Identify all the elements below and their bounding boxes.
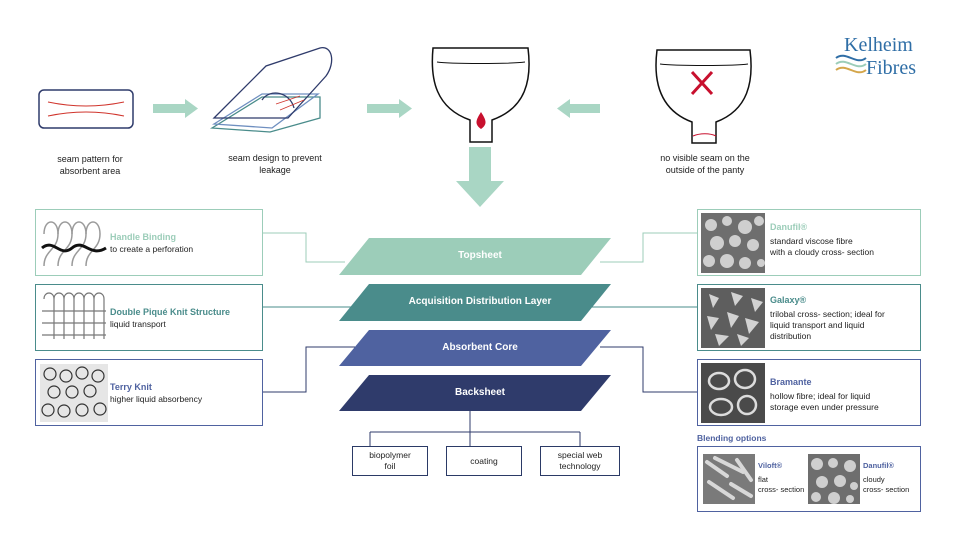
- bramante-fibre-micrograph: [701, 363, 765, 423]
- right-box-bramante: Bramante hollow fibre; ideal for liquid …: [697, 359, 921, 426]
- blending-item-title: Viloft®: [758, 461, 783, 470]
- arrow-right-2: [367, 99, 412, 118]
- caption-seam-design: seam design to prevent leakage: [228, 153, 322, 175]
- backsheet-layer: [339, 375, 611, 411]
- caption-seam-pattern: seam pattern for absorbent area: [57, 154, 123, 176]
- right-box-desc: standard viscose fibre with a cloudy cro…: [770, 236, 874, 257]
- backsheet-option-special-web: special web technology: [540, 446, 620, 476]
- absorbent-core-layer: [339, 330, 611, 366]
- right-box-title: Bramante: [770, 377, 812, 387]
- right-box-galaxy: Galaxy® trilobal cross- section; ideal f…: [697, 284, 921, 351]
- arrow-right-1: [153, 99, 198, 118]
- arrow-left: [557, 99, 600, 118]
- layer-label-backsheet: Backsheet: [454, 387, 506, 398]
- left-box-title: Terry Knit: [110, 382, 152, 392]
- backsheet-option-coating: coating: [446, 446, 522, 476]
- layer-label-adl: Acquisition Distribution Layer: [408, 296, 552, 307]
- blending-item-desc: flat cross- section: [758, 475, 805, 494]
- danufil-fibre-micrograph: [701, 213, 765, 273]
- left-box-title: Handle Binding: [110, 232, 176, 242]
- left-box-handle-binding: Handle Binding to create a perforation: [35, 209, 263, 276]
- left-box-title: Double Piqué Knit Structure: [110, 307, 231, 317]
- right-box-title: Danufil®: [770, 222, 808, 232]
- blending-options-heading: Blending options: [697, 433, 767, 443]
- left-box-terry-knit: Terry Knit higher liquid absorbency: [35, 359, 263, 426]
- panty-no-seam-icon: [655, 49, 752, 144]
- kelheim-logo-mark: [835, 54, 867, 74]
- right-box-danufil: Danufil® standard viscose fibre with a c…: [697, 209, 921, 276]
- blending-item-desc: cloudy cross- section: [863, 475, 910, 494]
- caption-no-visible-seam: no visible seam on the outside of the pa…: [660, 153, 750, 175]
- blending-options-box: Viloft® flat cross- section Danufil® clo…: [697, 446, 921, 512]
- blending-item-title: Danufil®: [863, 461, 894, 470]
- terry-knit-icon: [40, 364, 108, 422]
- viloft-fibre-micrograph: [703, 454, 755, 504]
- arrow-down: [456, 147, 504, 207]
- logo-text-fibres: Fibres: [866, 57, 916, 79]
- adl-layer: [339, 284, 611, 321]
- seam-design-icon: [209, 47, 333, 133]
- right-box-desc: hollow fibre; ideal for liquid storage e…: [770, 391, 879, 412]
- right-box-title: Galaxy®: [770, 295, 807, 305]
- left-box-double-pique: Double Piqué Knit Structure liquid trans…: [35, 284, 263, 351]
- layer-label-topsheet: Topsheet: [458, 250, 502, 261]
- handle-binding-knit-icon: [41, 221, 107, 267]
- logo-text-kelheim: Kelheim: [844, 34, 913, 56]
- panty-icon: [431, 47, 530, 143]
- left-box-desc: to create a perforation: [110, 244, 194, 254]
- layer-label-absorbent-core: Absorbent Core: [442, 342, 518, 353]
- topsheet-layer: [339, 238, 611, 275]
- left-box-desc: higher liquid absorbency: [110, 394, 203, 404]
- right-box-desc: trilobal cross- section; ideal for liqui…: [770, 309, 885, 341]
- double-pique-knit-icon: [42, 292, 106, 339]
- left-box-desc: liquid transport: [110, 319, 166, 329]
- galaxy-fibre-micrograph: [701, 288, 765, 348]
- danufil-blend-micrograph: [808, 454, 860, 504]
- seam-pattern-icon: [38, 89, 134, 129]
- backsheet-option-biopolymer-foil: biopolymer foil: [352, 446, 428, 476]
